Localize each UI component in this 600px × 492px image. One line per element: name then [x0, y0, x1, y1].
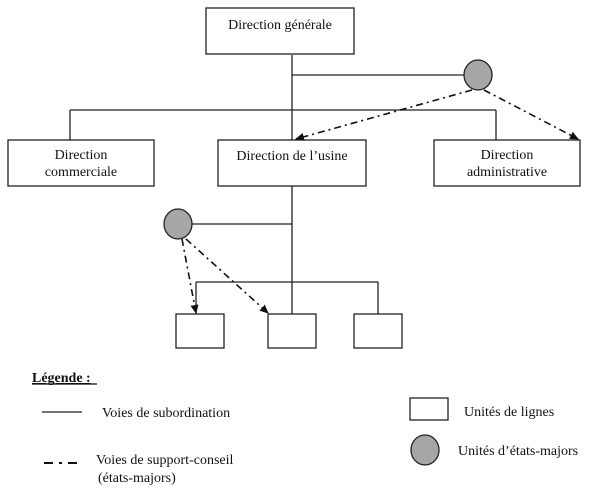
- line-unit-box-2: [267, 313, 317, 349]
- node-label: commerciale: [45, 165, 117, 180]
- support-lines: [181, 89, 579, 314]
- node-direction-usine: Direction de l’usine: [217, 139, 367, 187]
- line-unit-box-3: [353, 313, 403, 349]
- legend-line-units: Unités de lignes: [464, 405, 554, 420]
- legend-line-unit-box: [409, 397, 449, 421]
- node-label: Direction de l’usine: [236, 149, 347, 164]
- node-direction-generale: Direction générale: [205, 7, 355, 55]
- node-label: Direction: [481, 148, 534, 163]
- legend-support-2: (états-majors): [98, 471, 176, 486]
- node-label: Direction: [55, 148, 108, 163]
- legend-staff-circle: [410, 434, 440, 466]
- node-direction-commerciale: Direction commerciale: [7, 139, 155, 187]
- node-direction-administrative: Direction administrative: [433, 139, 581, 187]
- node-label: Direction générale: [228, 18, 332, 33]
- legend-support-1: Voies de support-conseil: [96, 453, 233, 468]
- legend-subordination: Voies de subordination: [102, 406, 230, 421]
- legend: Légende : Voies de subordination Voies d…: [32, 371, 578, 486]
- legend-title: Légende :: [32, 371, 91, 386]
- staff-unit-circle-top: [463, 59, 493, 91]
- staff-unit-circle-usine: [163, 208, 193, 240]
- node-label: administrative: [467, 165, 547, 180]
- line-unit-box-1: [175, 313, 225, 349]
- subordination-lines: [69, 55, 497, 314]
- legend-staff-units: Unités d’états-majors: [458, 444, 578, 459]
